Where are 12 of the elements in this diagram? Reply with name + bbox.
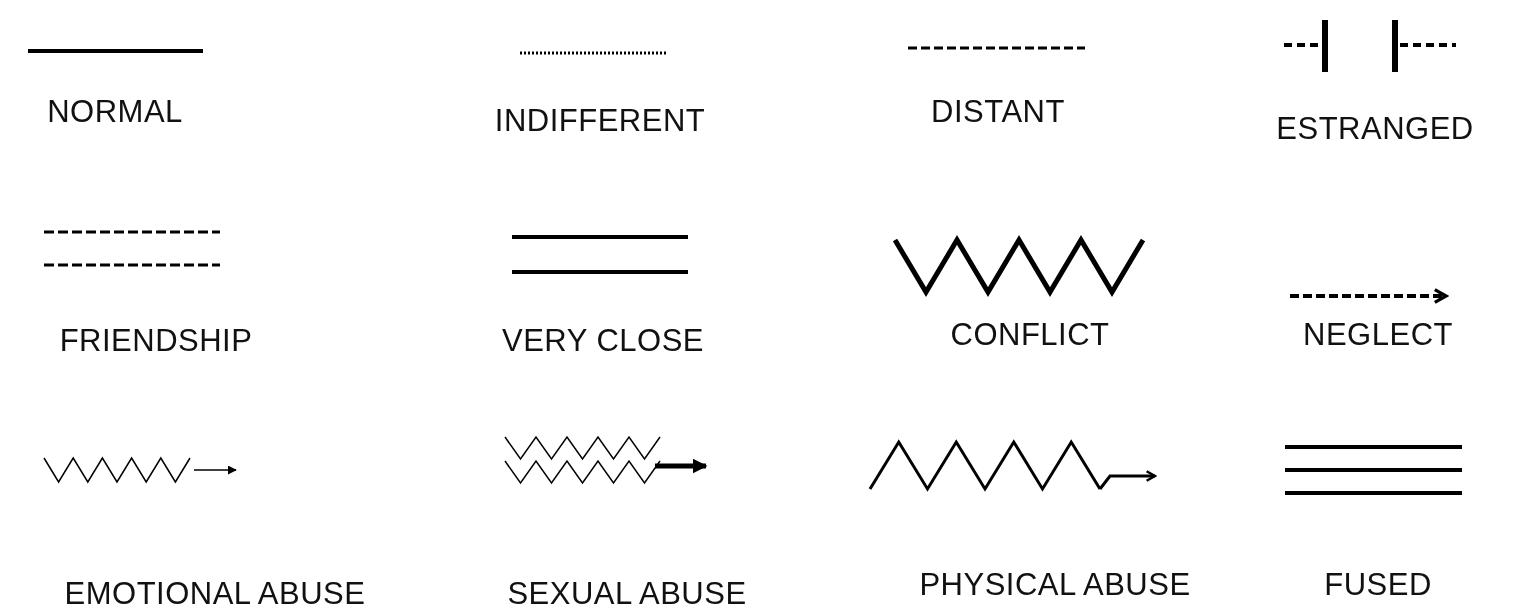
legend-label: VERY CLOSE — [502, 323, 704, 359]
legend-label: EMOTIONAL ABUSE — [64, 576, 366, 612]
legend-label: NORMAL — [47, 94, 183, 130]
legend-label: INDIFFERENT — [494, 103, 706, 139]
legend-label: PHYSICAL ABUSE — [919, 567, 1191, 603]
legend-label: ESTRANGED — [1276, 111, 1474, 147]
legend-label: CONFLICT — [950, 317, 1110, 353]
legend-label: DISTANT — [931, 94, 1065, 130]
legend-label: NEGLECT — [1303, 317, 1453, 353]
legend-label: FUSED — [1324, 567, 1432, 603]
legend-label: SEXUAL ABUSE — [507, 576, 747, 612]
legend-label: FRIENDSHIP — [59, 323, 253, 359]
